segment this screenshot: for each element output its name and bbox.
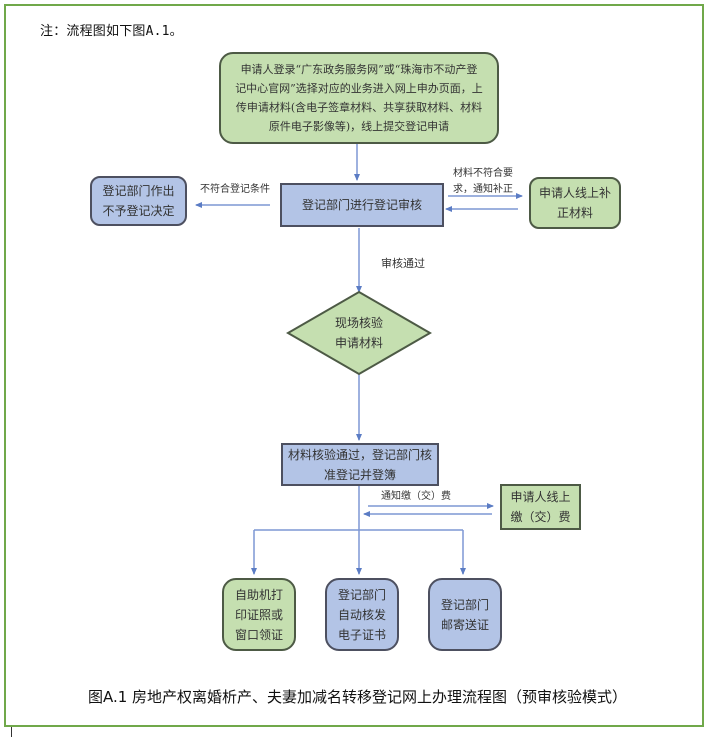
fee-box: 申请人线上 缴（交）费 <box>500 484 581 530</box>
output-line: 邮寄送证 <box>440 617 489 632</box>
start-line: 申请人登录“广东政务服务网”或“珠海市不动产登 <box>240 63 478 76</box>
start-line: 记中心官网”选择对应的业务进入网上申办页面，上 <box>235 82 483 95</box>
verify-line: 申请材料 <box>334 336 383 350</box>
supplement-line: 正材料 <box>556 206 593 220</box>
fee-line: 申请人线上 <box>510 490 571 504</box>
supplement-condition-label: 材料不符合要 求，通知补正 <box>453 166 513 198</box>
output-line: 自动核发 <box>337 607 386 622</box>
verify-diamond <box>286 290 432 376</box>
document-frame <box>4 4 704 727</box>
start-box: 申请人登录“广东政务服务网”或“珠海市不动产登 记中心官网”选择对应的业务进入网… <box>219 52 499 144</box>
fee-notice-label: 通知缴（交）费 <box>381 491 451 502</box>
approve-line: 准登记并登簿 <box>323 467 396 482</box>
supplement-label-line: 求，通知补正 <box>453 184 513 195</box>
fee-line: 缴（交）费 <box>510 510 571 524</box>
output-line: 窗口领证 <box>234 627 283 642</box>
supplement-line: 申请人线上补 <box>538 186 611 200</box>
text-cursor <box>11 727 12 737</box>
reject-box: 登记部门作出 不予登记决定 <box>90 176 187 226</box>
output-line: 登记部门 <box>440 597 489 612</box>
approve-line: 材料核验通过，登记部门核 <box>287 447 432 462</box>
reject-line: 登记部门作出 <box>102 184 175 198</box>
start-line: 传申请材料(含电子签章材料、共享获取材料、材料 <box>235 101 483 114</box>
reject-line: 不予登记决定 <box>102 204 175 218</box>
output-line: 电子证书 <box>337 627 386 642</box>
review-box: 登记部门进行登记审核 <box>280 183 444 227</box>
supplement-label-line: 材料不符合要 <box>453 168 513 179</box>
output-line: 自助机打 <box>234 587 283 602</box>
output-mail-box: 登记部门 邮寄送证 <box>428 578 502 651</box>
review-text: 登记部门进行登记审核 <box>301 198 422 212</box>
start-line: 原件电子影像等)，线上提交登记申请 <box>268 120 450 133</box>
figure-caption: 图A.1 房地产权离婚析产、夫妻加减名转移登记网上办理流程图（预审核验模式） <box>87 688 628 706</box>
reject-condition-label: 不符合登记条件 <box>200 184 270 195</box>
verify-line: 现场核验 <box>334 316 383 330</box>
supplement-box: 申请人线上补 正材料 <box>529 177 621 229</box>
pass-label: 审核通过 <box>381 257 425 270</box>
output-line: 印证照或 <box>234 607 283 622</box>
flowchart-note: 注：流程图如下图A.1。 <box>40 24 183 39</box>
output-e-certificate-box: 登记部门 自动核发 电子证书 <box>325 578 399 651</box>
output-self-service-box: 自助机打 印证照或 窗口领证 <box>222 578 296 651</box>
approve-box: 材料核验通过，登记部门核 准登记并登簿 <box>281 443 439 486</box>
verify-text: 现场核验 申请材料 <box>319 313 399 353</box>
output-line: 登记部门 <box>337 587 386 602</box>
